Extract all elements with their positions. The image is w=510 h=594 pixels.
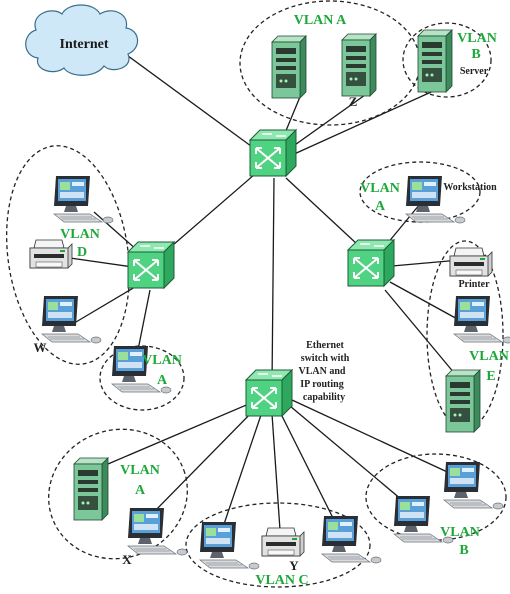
group-vlan-c <box>185 502 371 588</box>
vlan-a-workstation-left-label-word: VLAN <box>142 353 182 368</box>
vlan-b-server-label-letter: B <box>471 47 480 62</box>
workstation-vlan-e-icon <box>453 295 510 344</box>
workstation-top-left-icon <box>53 175 114 224</box>
server-vlan-a-bottom-icon <box>73 457 109 521</box>
server-z-icon <box>341 33 377 97</box>
server-vlan-e-icon <box>445 369 481 433</box>
printer-vlan-c-icon <box>261 527 305 557</box>
vlan-groupings <box>5 0 507 588</box>
group-vlan-b-server <box>402 22 492 98</box>
vlan-b-bottom-label-word: VLAN <box>440 525 480 540</box>
group-vlan-d <box>5 145 131 365</box>
label-z: Z <box>349 94 358 109</box>
switch-caption-line-4: IP routing <box>300 379 343 390</box>
server-label: Server <box>460 66 489 77</box>
group-vlan-b-bottom <box>365 453 507 541</box>
left-switch <box>127 241 175 289</box>
workstation-w-icon <box>41 295 102 344</box>
vlan-a-workstation-right-label-word: VLAN <box>360 181 400 196</box>
vlan-d-label-word: VLAN <box>60 227 100 242</box>
vlan-b-server-label-word: VLAN <box>457 31 497 46</box>
switch-caption: Ethernet switch with VLAN and IP routing… <box>299 340 350 403</box>
switch-caption-line-2: switch with <box>301 353 350 364</box>
vlan-a-servers-label: VLAN A <box>294 13 347 28</box>
server-icon <box>271 35 307 99</box>
workstation-label: Workstation <box>443 182 497 193</box>
label-x: X <box>122 552 132 567</box>
switch-caption-line-3: VLAN and <box>299 366 346 377</box>
right-switch <box>347 239 395 287</box>
vlan-e-label-word: VLAN <box>469 349 509 364</box>
routing-switch <box>245 369 293 417</box>
connection-lines <box>69 49 471 531</box>
vlan-a-workstation-left-label-letter: A <box>157 373 168 388</box>
internet-cloud-icon: Internet <box>25 4 139 76</box>
printer-icon <box>449 247 493 277</box>
workstation-vlan-c-right-icon <box>321 515 382 564</box>
workstation-vlan-c-left-icon <box>199 521 260 570</box>
workstation-x-icon <box>127 507 188 556</box>
core-switch <box>249 129 297 177</box>
switch-caption-line-1: Ethernet <box>306 340 344 351</box>
workstation-vlan-b-right-icon <box>443 461 504 510</box>
label-y: Y <box>289 558 299 573</box>
vlan-a-bottom-label-letter: A <box>135 483 146 498</box>
printer-label: Printer <box>458 279 490 290</box>
vlan-e-label-letter: E <box>486 369 495 384</box>
vlan-a-workstation-right-label-letter: A <box>375 199 386 214</box>
internet-label: Internet <box>60 37 109 52</box>
vlan-a-bottom-label-word: VLAN <box>120 463 160 478</box>
printer-vlan-d-icon <box>29 239 73 269</box>
vlan-c-label: VLAN C <box>255 573 308 588</box>
group-vlan-a-workstation-left <box>99 345 185 411</box>
vlan-b-bottom-label-letter: B <box>459 543 468 558</box>
label-w: W <box>34 340 47 355</box>
switch-caption-line-5: capability <box>303 392 345 403</box>
vlan-d-label-letter: D <box>77 245 87 260</box>
server-vlan-b-icon <box>417 29 453 93</box>
